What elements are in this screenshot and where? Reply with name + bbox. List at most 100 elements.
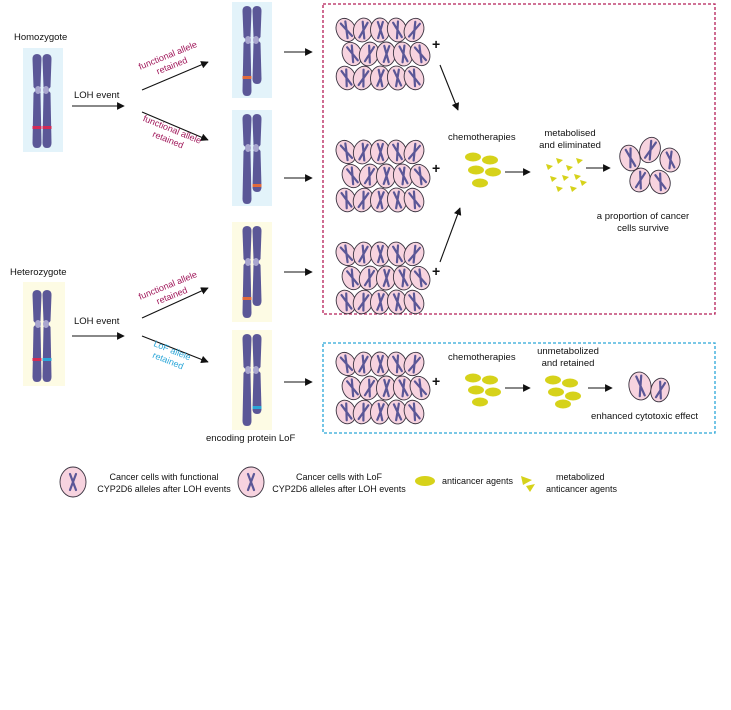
result-chromosome-4-right-lower-arm xyxy=(252,370,262,414)
chemotherapies-top-label: chemotherapies xyxy=(448,132,516,143)
cell-cluster-3-cell-0 xyxy=(335,241,357,267)
chemo-pills-top-pill-0 xyxy=(465,152,481,162)
metabolized-fragment-7 xyxy=(556,186,563,192)
cell-cluster-1-cell-13-chromosome-icon xyxy=(392,68,403,88)
cell-cluster-4-cell-12-chromosome-icon xyxy=(376,402,385,422)
chemo-pills-top-pill-4 xyxy=(472,178,488,188)
cell-cluster-1-cell-14 xyxy=(403,65,425,91)
cell-cluster-4-cell-6 xyxy=(358,375,380,401)
cell-cluster-2-cell-12-chromosome-icon xyxy=(376,190,385,210)
cell-cluster-2-cell-5-chromosome-icon xyxy=(346,166,359,186)
cell-cluster-3-cell-12-chromosome-icon xyxy=(376,292,385,312)
cell-cluster-4-cell-3-chromosome-icon xyxy=(392,354,403,374)
result-chromosome-3-allele-band-0 xyxy=(242,297,252,300)
chemo-pills-top xyxy=(465,152,501,188)
plus-sign-4: + xyxy=(432,373,441,389)
remaining-cell-1 xyxy=(650,377,670,403)
metabolized-fragments xyxy=(546,158,587,192)
loh-event-top-label: LOH event xyxy=(74,90,120,101)
metabolized-fragment-1 xyxy=(556,158,563,164)
survive-label: a proportion of cancer cells survive xyxy=(588,211,698,235)
retained-pills-pill-1 xyxy=(562,378,578,388)
metabolised-line1: metabolised xyxy=(544,128,596,139)
result-chromosome-1-centromere-left xyxy=(245,36,251,44)
chemo-pills-top-pill-1 xyxy=(482,155,498,165)
result-chromosome-1-allele-band-0 xyxy=(242,76,252,79)
metabolized-fragment-6 xyxy=(574,174,581,180)
chemo-pills-top-pill-2 xyxy=(468,165,484,175)
surviving-cell-cluster xyxy=(619,136,681,195)
heterozygote-chromosome-left-lower-arm xyxy=(32,324,42,382)
result-chromosome-2-allele-band-0 xyxy=(252,184,262,187)
remaining-cell-1-chromosome-icon xyxy=(654,380,667,400)
cell-cluster-4-cell-7-chromosome-icon xyxy=(382,378,391,398)
cell-cluster-1-cell-7 xyxy=(376,41,396,67)
result-chromosome-2-centromere-right xyxy=(253,144,259,152)
result-chromosome-2-left-lower-arm xyxy=(242,148,252,204)
homozygote-chromosome-right-upper-arm xyxy=(42,54,52,90)
cell-cluster-4-cell-6-chromosome-icon xyxy=(363,378,376,398)
unmetabolized-label: unmetabolized and retained xyxy=(528,346,608,370)
cell-cluster-3-cell-10-chromosome-icon xyxy=(340,292,353,312)
homozygote-chromosome-allele-band-0 xyxy=(32,126,42,129)
legend-functional-line2: CYP2D6 alleles after LOH events xyxy=(97,484,231,494)
surviving-cell-4-chromosome-icon xyxy=(654,172,667,192)
result-chromosome-2-right-upper-arm xyxy=(252,114,262,148)
legend-agents-text: anticancer agents xyxy=(442,476,514,486)
retained-pills xyxy=(545,375,581,409)
cell-cluster-1-cell-0-chromosome-icon xyxy=(339,20,354,40)
homozygote-chromosome xyxy=(32,54,52,148)
heterozygote-chromosome xyxy=(32,290,52,382)
cell-cluster-1-cell-0 xyxy=(335,17,357,43)
cell-cluster-4-cell-2 xyxy=(370,351,390,377)
result-panel-2 xyxy=(232,110,272,206)
cell-cluster-3-cell-6-chromosome-icon xyxy=(363,268,376,288)
cell-cluster-1-cell-10-chromosome-icon xyxy=(340,68,353,88)
chemo-pills-bottom-pill-0 xyxy=(465,373,481,383)
surviving-cell-2-chromosome-icon xyxy=(665,150,676,170)
result-chromosome-2-right-lower-arm xyxy=(252,148,262,192)
chemo-pills-bottom-pill-1 xyxy=(482,375,498,385)
cell-cluster-3-cell-12 xyxy=(370,289,390,315)
cell-cluster-3-cell-1 xyxy=(352,241,374,267)
homozygote-chromosome-centromere-left xyxy=(35,86,41,94)
chemo-pills-bottom-pill-4 xyxy=(472,397,488,407)
legend-metabolized-text: metabolized anticancer agents xyxy=(546,471,617,495)
chemo-pills-bottom-pill-2 xyxy=(468,385,484,395)
cell-cluster-1-cell-11 xyxy=(352,65,374,91)
metabolized-fragment-5 xyxy=(562,175,569,181)
cell-cluster-2-cell-8 xyxy=(392,163,414,189)
cell-cluster-1-cell-3 xyxy=(386,17,408,43)
legend-metabolized-line1: metabolized xyxy=(556,472,605,482)
heterozygote-chromosome-right-upper-arm xyxy=(42,290,52,324)
cell-cluster-1-cell-6-chromosome-icon xyxy=(363,44,376,64)
cell-cluster-2-cell-1-chromosome-icon xyxy=(358,142,369,162)
cell-cluster-2-cell-3-chromosome-icon xyxy=(392,142,403,162)
cell-cluster-2-cell-0-chromosome-icon xyxy=(339,142,354,162)
cell-cluster-4-cell-9 xyxy=(409,375,431,401)
cell-cluster-3-cell-5-chromosome-icon xyxy=(346,268,359,288)
cell-cluster-2-cell-11 xyxy=(352,187,374,213)
cell-cluster-2-cell-3 xyxy=(386,139,408,165)
cell-cluster-1-cell-9 xyxy=(409,41,431,67)
result-chromosome-4-right-upper-arm xyxy=(252,334,262,370)
metabolized-fragment-3 xyxy=(576,158,583,164)
cell-cluster-3-cell-13-chromosome-icon xyxy=(392,292,403,312)
functional-outcome-box xyxy=(322,3,716,315)
enhanced-cytotoxic-label: enhanced cytotoxic effect xyxy=(591,411,699,422)
result-chromosome-4-centromere-right xyxy=(253,366,259,374)
result-chromosome-4-left-lower-arm xyxy=(242,370,252,426)
cell-cluster-2-cell-2-chromosome-icon xyxy=(376,142,385,162)
cell-cluster-4-cell-2-chromosome-icon xyxy=(376,354,385,374)
cell-cluster-4-cell-14-chromosome-icon xyxy=(408,402,421,422)
unmetabolized-line1: unmetabolized xyxy=(537,346,599,357)
retained-pills-pill-4 xyxy=(555,399,571,409)
cell-cluster-4-cell-8 xyxy=(392,375,414,401)
homozygote-chromosome-left-upper-arm xyxy=(32,54,42,90)
homozygote-chromosome-centromere-right xyxy=(43,86,49,94)
cell-cluster-4-cell-13 xyxy=(386,399,408,425)
cell-cluster-1-cell-4-chromosome-icon xyxy=(407,20,421,40)
chemo-pills-bottom-pill-3 xyxy=(485,387,501,397)
heterozygote-label: Heterozygote xyxy=(10,267,67,278)
survive-line2: cells survive xyxy=(617,223,669,234)
